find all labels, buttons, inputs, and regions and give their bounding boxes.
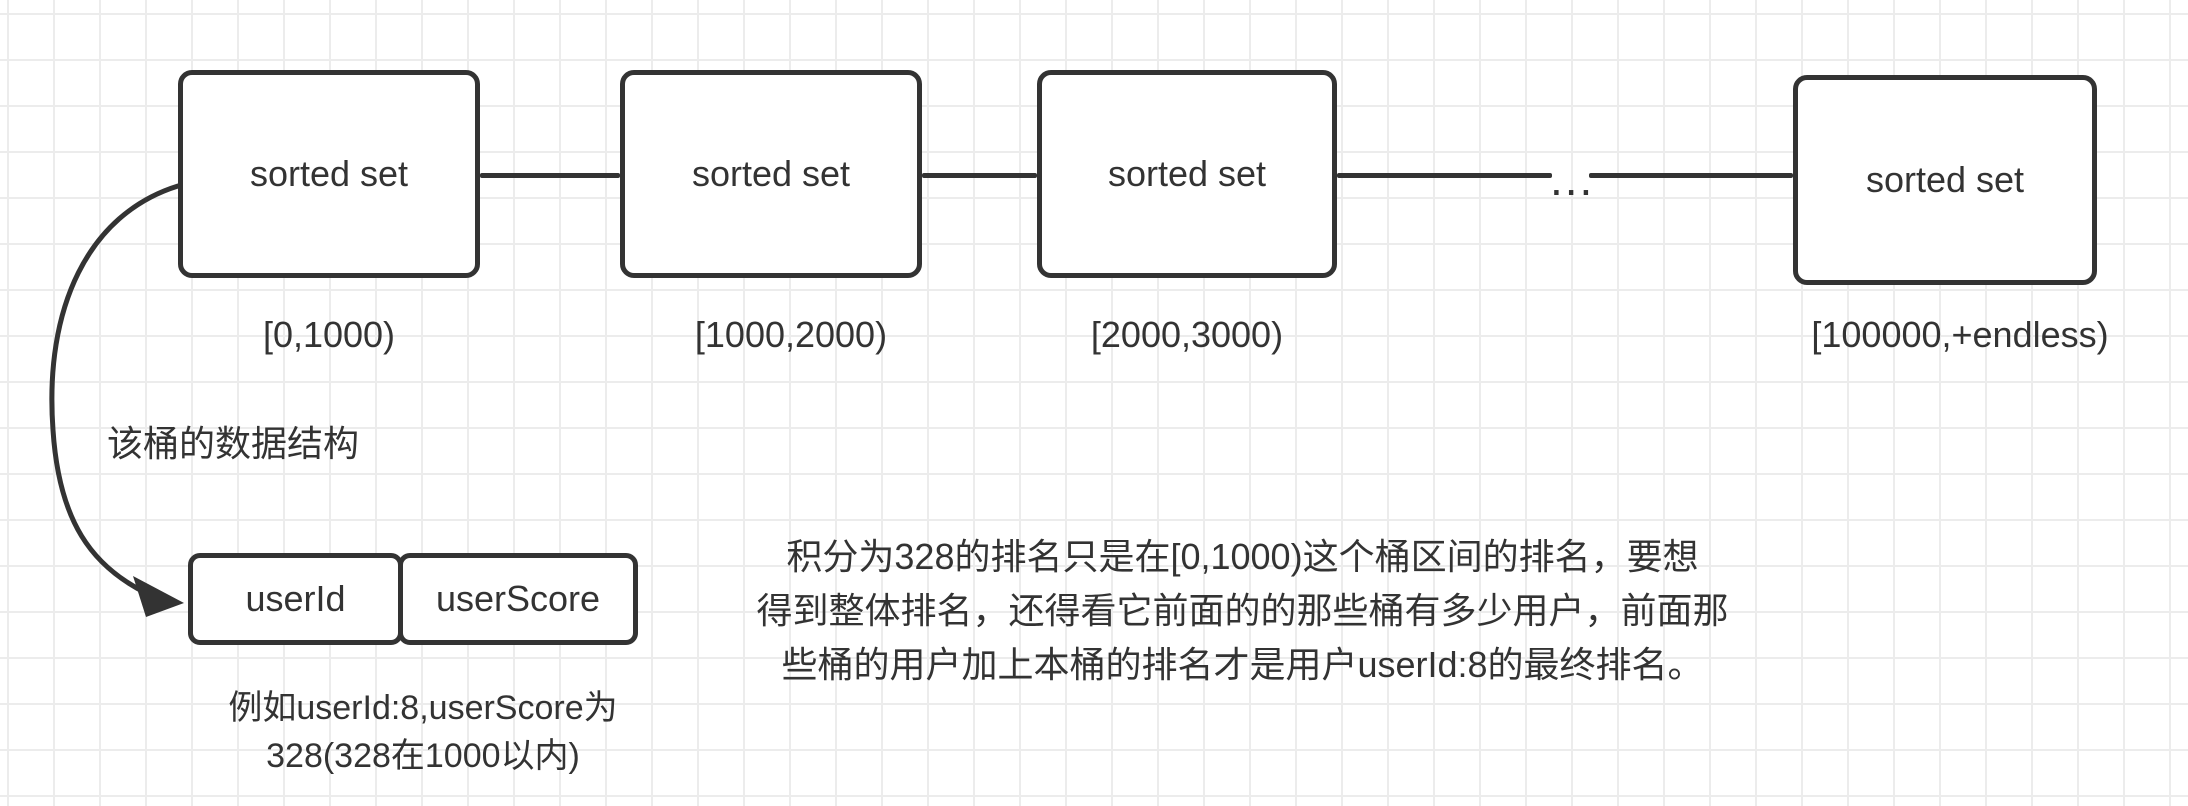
range-label-1: [0,1000) xyxy=(262,314,396,355)
field-structure: userId userScore xyxy=(188,553,638,645)
range-label-3: [2000,3000) xyxy=(1090,314,1284,355)
ranking-note-line2: 得到整体排名，还得看它前面的的那些桶有多少用户，前面那 xyxy=(756,590,1729,631)
connector-line-1-2 xyxy=(480,173,620,178)
connector-line-2-3 xyxy=(922,173,1037,178)
field-label: userId xyxy=(245,578,346,619)
bucket-structure-label: 该桶的数据结构 xyxy=(107,423,360,464)
bucket-label: sorted set xyxy=(1107,153,1267,194)
range-label-4: [100000,+endless) xyxy=(1811,314,2109,355)
bucket-label: sorted set xyxy=(1865,159,2025,200)
ranking-note: 积分为328的排名只是在[0,1000)这个桶区间的排名，要想 得到整体排名，还… xyxy=(720,530,1765,692)
example-caption-line1: 例如userId:8,userScore为 xyxy=(228,689,618,727)
field-box-userscore: userScore xyxy=(398,553,638,645)
ranking-note-line3: 些桶的用户加上本桶的排名才是用户userId:8的最终排名。 xyxy=(781,644,1704,685)
bucket-box-1: sorted set xyxy=(178,70,480,278)
range-label-2: [1000,2000) xyxy=(694,314,888,355)
connector-line-3-ellipsis xyxy=(1337,173,1552,178)
connector-line-ellipsis-4 xyxy=(1589,173,1793,178)
bucket-box-2: sorted set xyxy=(620,70,922,278)
field-box-userid: userId xyxy=(188,553,403,645)
ranking-note-line1: 积分为328的排名只是在[0,1000)这个桶区间的排名，要想 xyxy=(786,536,1699,577)
curved-arrow-line xyxy=(49,183,181,596)
bucket-box-4: sorted set xyxy=(1793,75,2097,285)
bucket-label: sorted set xyxy=(691,153,851,194)
arrowhead-icon xyxy=(133,576,184,617)
example-caption: 例如userId:8,userScore为 328(328在1000以内) xyxy=(168,684,678,780)
ellipsis-text: ... xyxy=(1550,153,1595,205)
bucket-box-3: sorted set xyxy=(1037,70,1337,278)
field-label: userScore xyxy=(435,578,601,619)
bucket-label: sorted set xyxy=(249,153,409,194)
example-caption-line2: 328(328在1000以内) xyxy=(266,737,580,775)
